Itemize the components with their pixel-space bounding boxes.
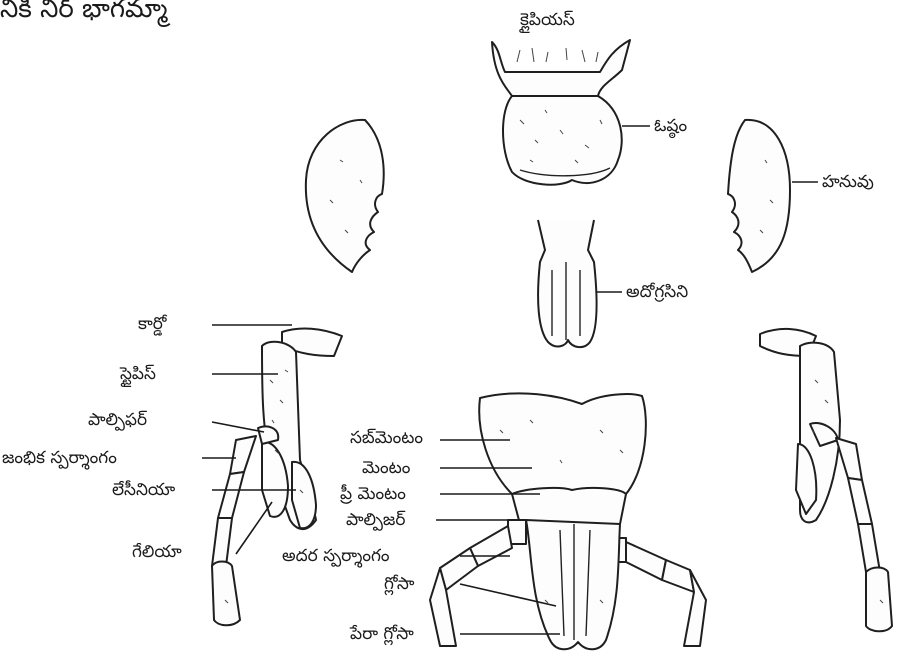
- label-mentum: మెంటం: [362, 458, 410, 478]
- label-palpiger: పాల్పిజర్: [346, 510, 405, 530]
- label-lacinia: లేసీనియా: [112, 480, 175, 500]
- label-mandible: హనువు: [822, 172, 874, 192]
- label-cardo: కార్డో: [138, 314, 166, 334]
- label-glossa: గ్లోసా: [384, 574, 414, 594]
- right-maxilla-shape: [760, 329, 892, 631]
- label-stipes: స్టైపిస్: [120, 364, 156, 384]
- label-labial-palp: అదర స్పర్శాంగం: [282, 546, 389, 566]
- label-clypeus: క్లైపియస్: [520, 10, 575, 30]
- label-palpifer: పాల్పిఫర్: [88, 410, 147, 430]
- label-submentum: సబ్‌మెంటం: [350, 428, 423, 448]
- left-mandible-shape: [306, 120, 384, 272]
- top-partial-text: నికి నిర్ భాగమ్మా: [0, 0, 168, 24]
- right-mandible-shape: [728, 120, 790, 272]
- label-maxillary-palp: జంభిక స్పర్శాంగం: [2, 448, 117, 468]
- left-maxilla-shape: [212, 329, 342, 626]
- hypopharynx-shape: [538, 220, 597, 347]
- label-prementum: ప్రీ మెంటం: [340, 484, 406, 504]
- label-galea: గేలియా: [132, 542, 182, 562]
- clypeus-shape: [492, 40, 630, 96]
- label-paraglossa: పేరా గ్లోసా: [350, 624, 414, 644]
- labrum-shape: [503, 96, 622, 185]
- label-labrum: ఓష్ఠం: [654, 116, 687, 136]
- label-hypopharynx: అదోగ్రసిని: [626, 282, 688, 302]
- labium-shape: [430, 393, 706, 649]
